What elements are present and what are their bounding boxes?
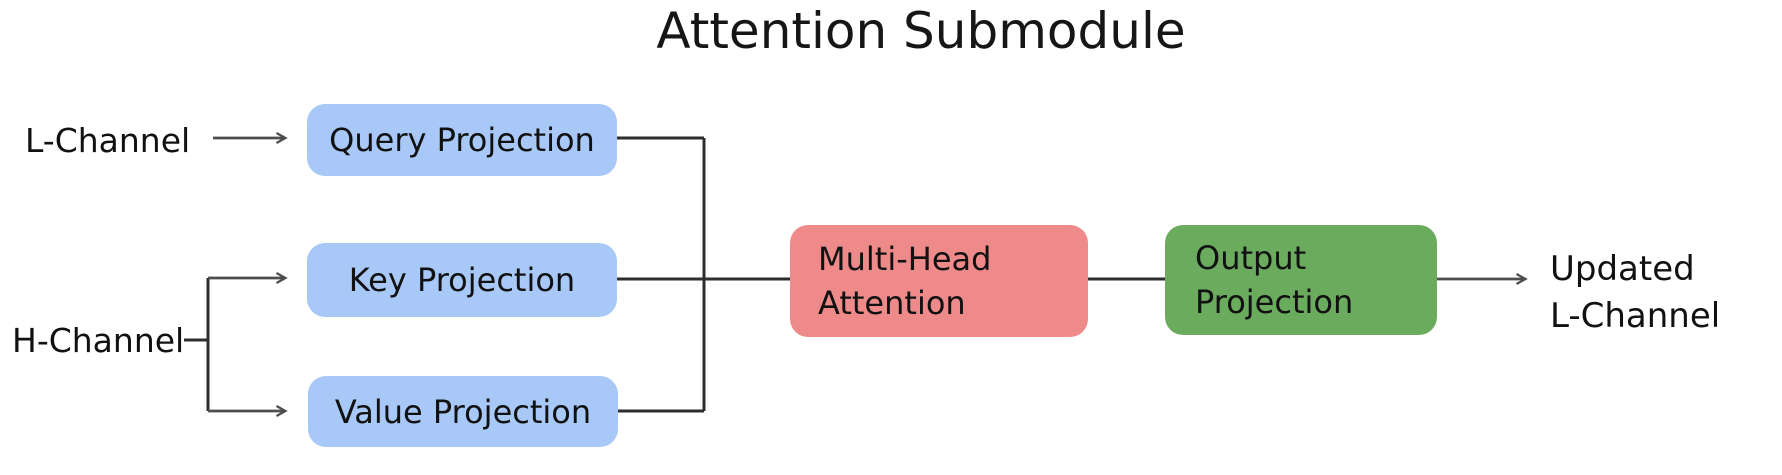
node-output-projection: Output Projection [1165,225,1437,335]
node-key-projection-label: Key Projection [348,261,576,299]
node-value-projection: Value Projection [308,376,618,447]
node-multi-head-attention: Multi-Head Attention [790,225,1088,337]
node-value-projection-label: Value Projection [334,392,592,431]
h-channel-label: H-Channel [12,321,185,360]
node-output-projection-label: Output Projection [1195,239,1354,321]
node-query-projection: Query Projection [307,104,617,176]
node-multi-head-attention-label: Multi-Head Attention [818,240,992,322]
diagram-title: Attention Submodule [656,2,1186,60]
l-channel-label: L-Channel [25,121,191,160]
updated-l-channel-label: Updated L-Channel [1550,249,1721,336]
node-key-projection: Key Projection [307,243,617,317]
node-query-projection-label: Query Projection [329,121,595,159]
